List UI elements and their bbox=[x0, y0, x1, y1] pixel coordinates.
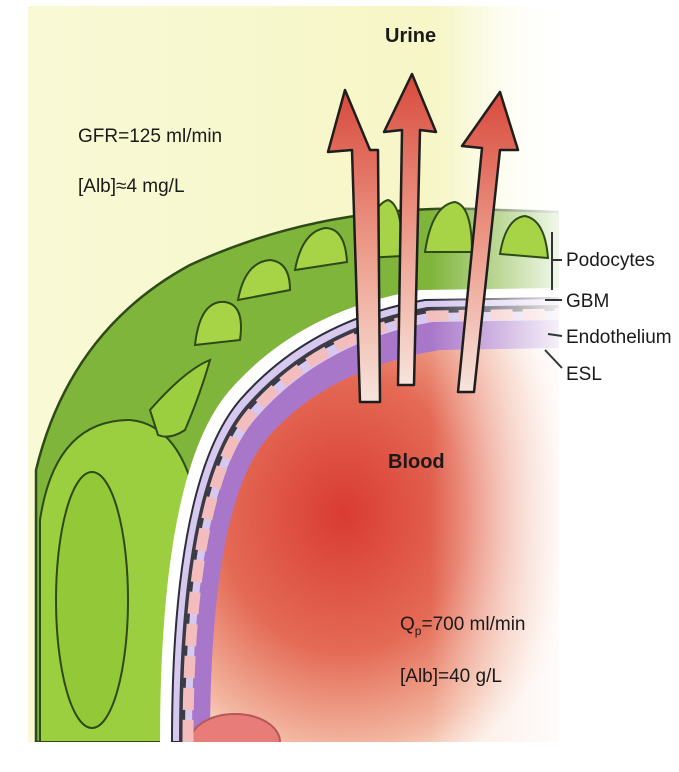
filtrate-albumin-label: [Alb]≈4 mg/L bbox=[78, 176, 185, 197]
podocytes-label: Podocytes bbox=[566, 250, 655, 271]
plasma-albumin-label: [Alb]=40 g/L bbox=[400, 666, 502, 687]
gbm-label: GBM bbox=[566, 291, 609, 312]
gfr-label: GFR=125 ml/min bbox=[78, 126, 222, 147]
podocyte-nucleus bbox=[56, 472, 128, 728]
blood-label: Blood bbox=[388, 451, 445, 473]
esl-label: ESL bbox=[566, 364, 602, 385]
plasma-flow-prefix: Q bbox=[400, 614, 415, 635]
plasma-flow-value: =700 ml/min bbox=[421, 614, 525, 635]
urine-label: Urine bbox=[385, 25, 436, 47]
endothelium-label: Endothelium bbox=[566, 327, 672, 348]
vessel-lumen bbox=[190, 714, 280, 770]
